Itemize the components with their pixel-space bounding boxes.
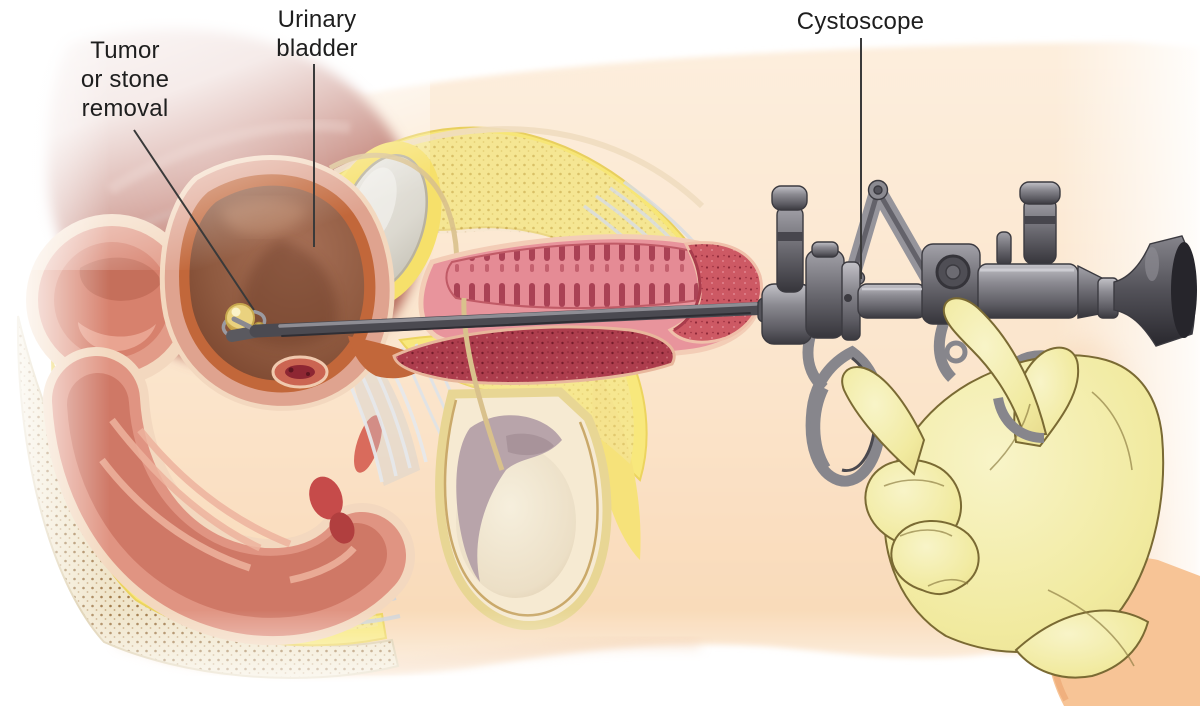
label-urinary-bladder: Urinary bladder (276, 6, 358, 62)
scrotum-testicle (435, 297, 612, 630)
label-tumor-or-stone-removal: Tumor or stone removal (80, 37, 170, 122)
cystoscope-body (757, 179, 1197, 487)
leader-line-tumor (133, 129, 255, 311)
label-cystoscope: Cystoscope (796, 8, 925, 35)
leader-lines (133, 38, 862, 311)
cystoscope-shaft (226, 301, 777, 342)
gloved-hand (810, 297, 1200, 706)
